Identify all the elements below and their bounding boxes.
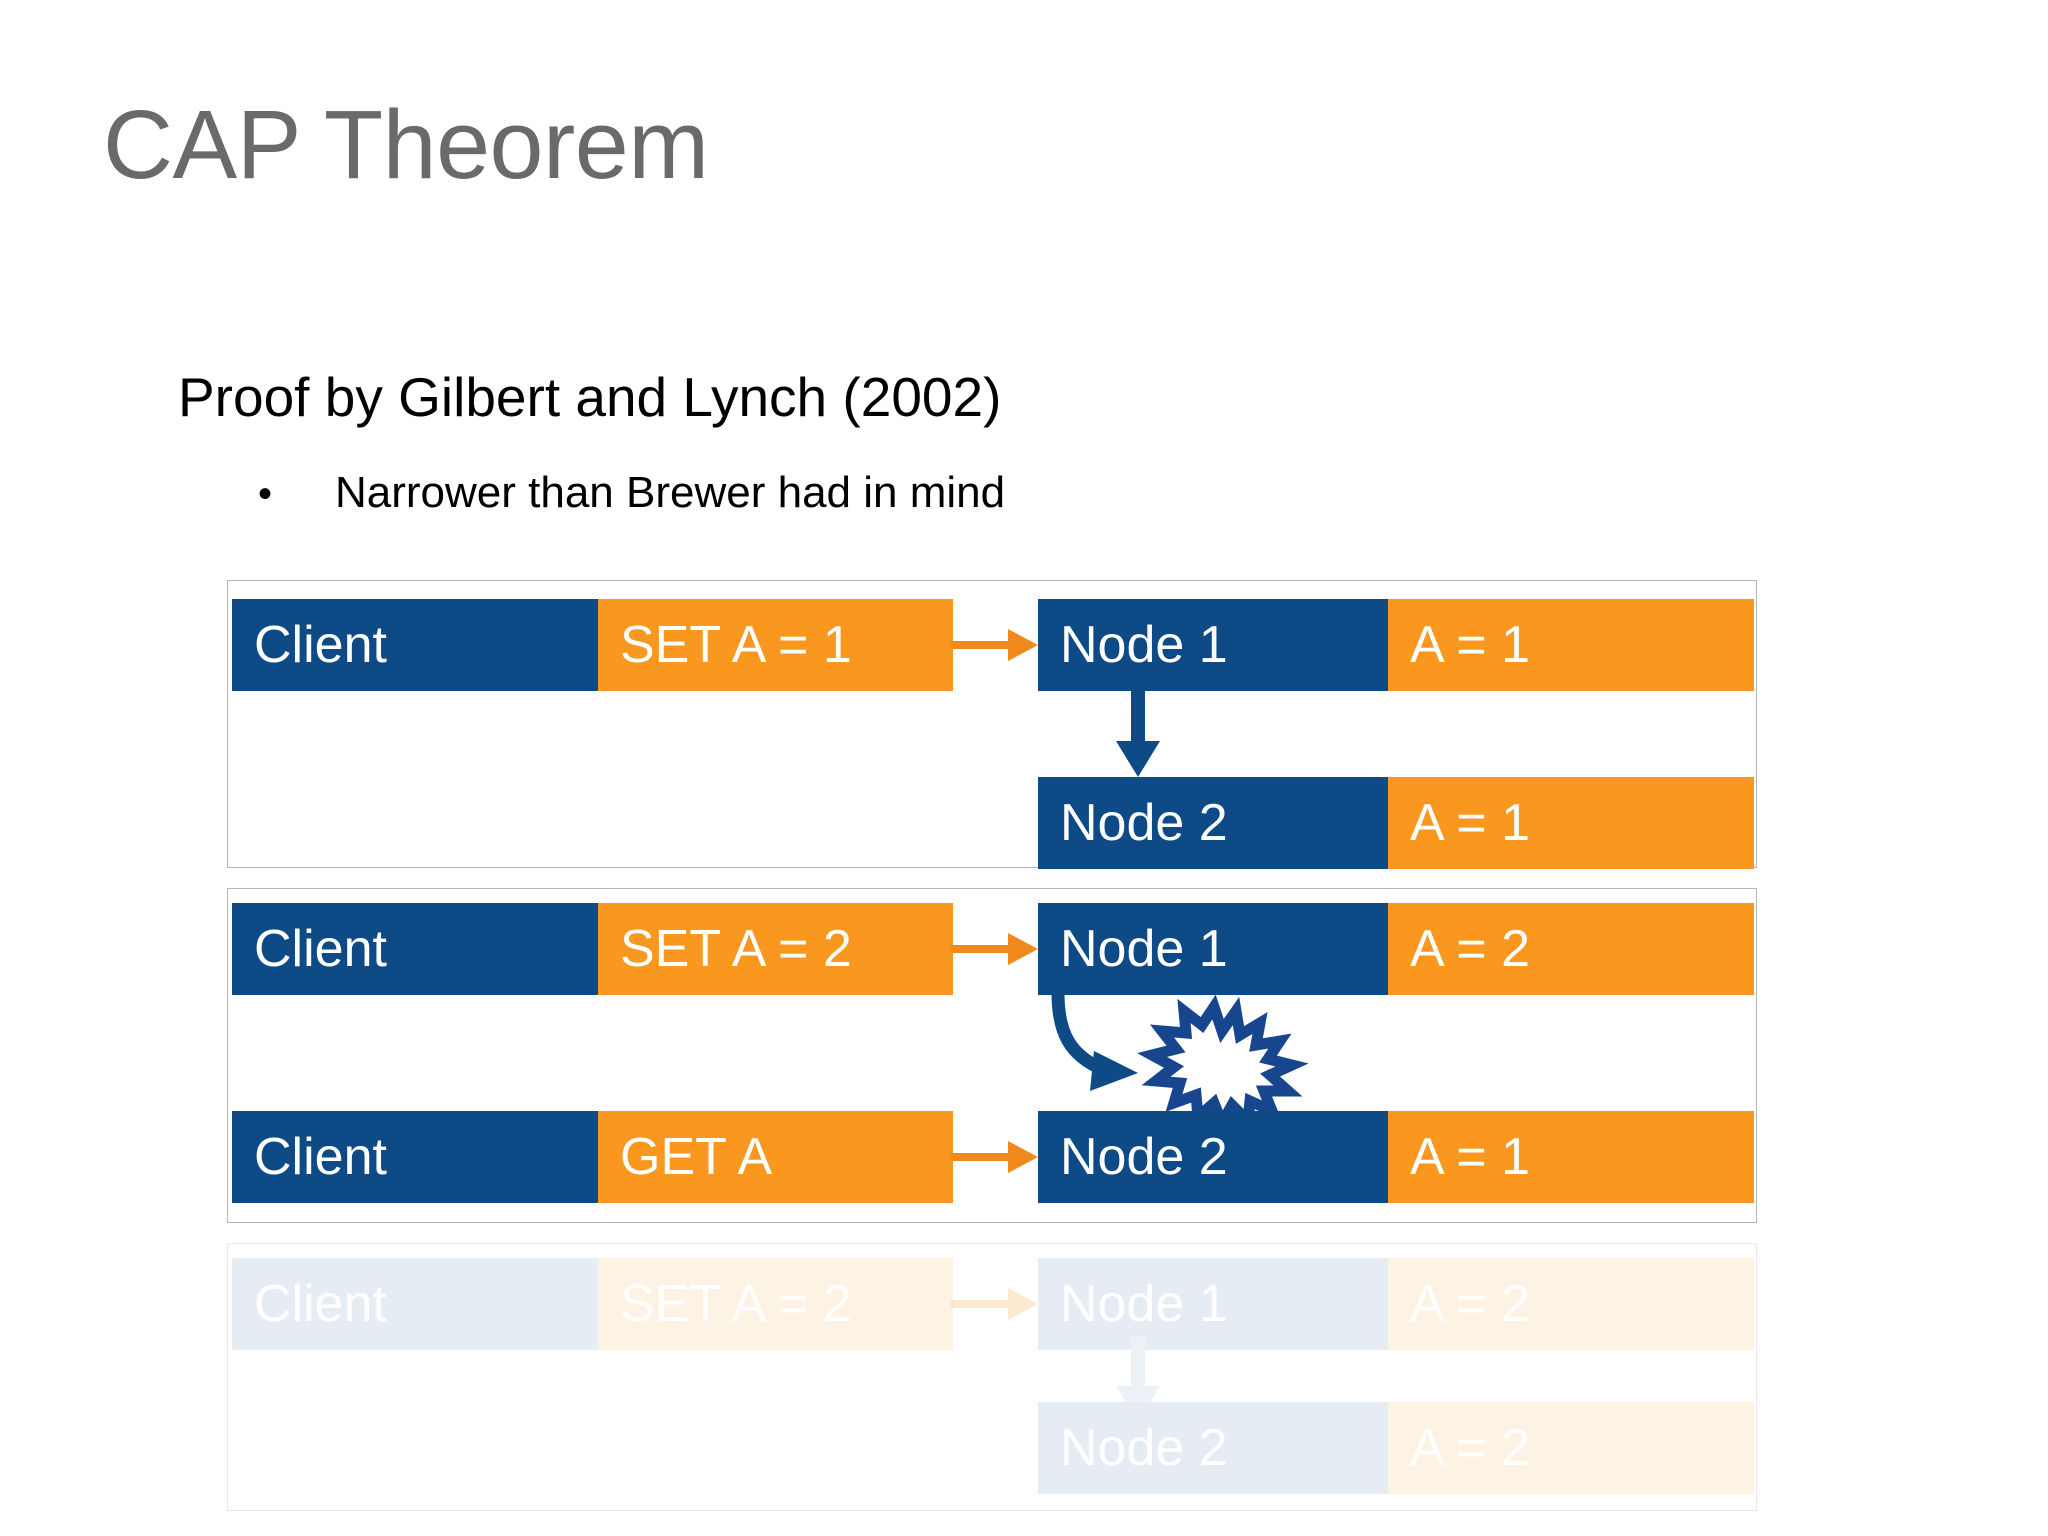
client-box: Client: [232, 599, 598, 691]
diagram-panel-3: Client SET A = 2 Node 1 A = 2 Node 2 A =…: [227, 1243, 1757, 1511]
node-box: Node 2: [1038, 1402, 1388, 1494]
command-box: SET A = 2: [598, 903, 953, 995]
bullet-list-item: • Narrower than Brewer had in mind: [258, 468, 1005, 518]
value-box: A = 2: [1388, 903, 1754, 995]
node-box: Node 1: [1038, 903, 1388, 995]
bullet-point-icon: •: [258, 472, 273, 516]
diagram-panel-2: Client SET A = 2 Node 1 A = 2 Client GET…: [227, 888, 1757, 1223]
arrow-right-orange-icon: [950, 927, 1040, 971]
value-box: A = 1: [1388, 599, 1754, 691]
client-box: Client: [232, 1258, 598, 1350]
node-box: Node 1: [1038, 1258, 1388, 1350]
arrow-down-blue-icon: [1108, 691, 1168, 779]
arrow-right-orange-icon: [950, 623, 1040, 667]
node-box: Node 2: [1038, 1111, 1388, 1203]
arrow-right-orange-icon: [950, 1135, 1040, 1179]
node-box: Node 2: [1038, 777, 1388, 869]
arrow-right-orange-icon: [950, 1282, 1040, 1326]
page-title: CAP Theorem: [103, 90, 709, 199]
node-box: Node 1: [1038, 599, 1388, 691]
diagram-panel-1: Client SET A = 1 Node 1 A = 1 Node 2 A =…: [227, 580, 1757, 869]
command-box: SET A = 1: [598, 599, 953, 691]
client-box: Client: [232, 1111, 598, 1203]
value-box: A = 2: [1388, 1402, 1754, 1494]
command-box: GET A: [598, 1111, 953, 1203]
partition-group: [1046, 992, 1366, 1136]
client-box: Client: [232, 903, 598, 995]
value-box: A = 2: [1388, 1258, 1754, 1350]
starburst-icon: [1136, 994, 1309, 1136]
bullet-item-label: Narrower than Brewer had in mind: [335, 468, 1006, 517]
value-box: A = 1: [1388, 1111, 1754, 1203]
value-box: A = 1: [1388, 777, 1754, 869]
body-heading: Proof by Gilbert and Lynch (2002): [178, 366, 1002, 428]
command-box: SET A = 2: [598, 1258, 953, 1350]
arrow-curved-blue-icon: [1051, 992, 1138, 1091]
